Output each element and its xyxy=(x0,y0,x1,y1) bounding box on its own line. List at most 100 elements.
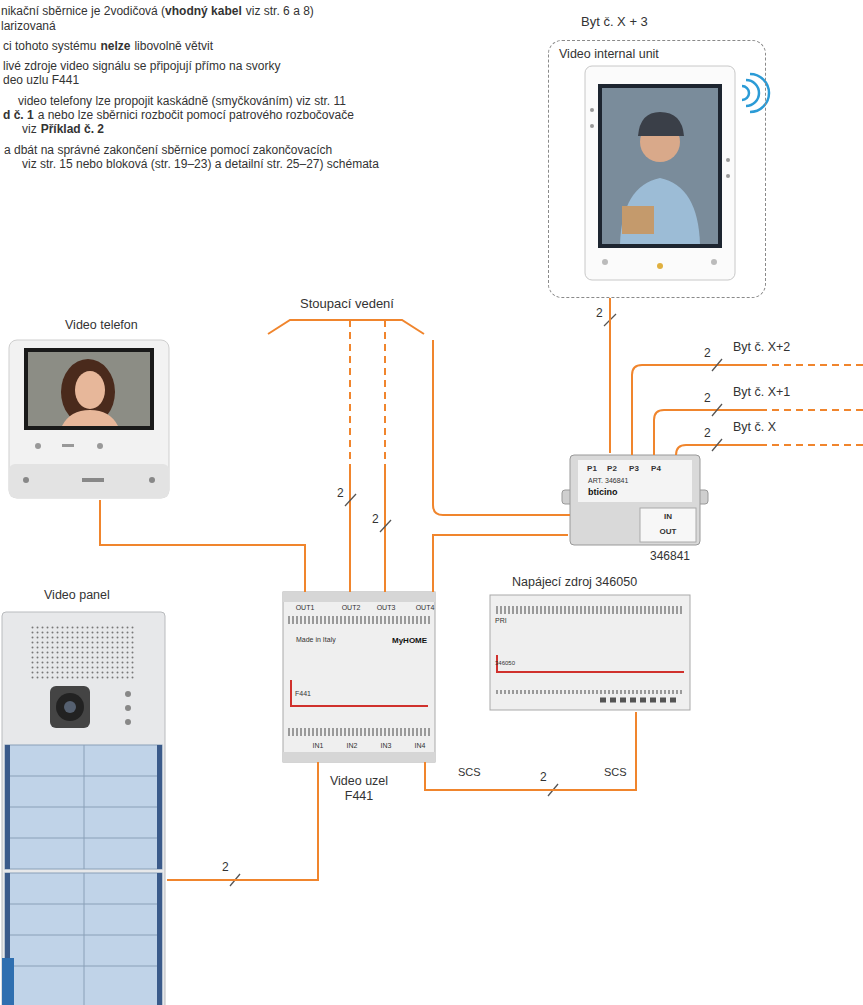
note-text: a nebo lze sběrnici rozbočit pomocí patr… xyxy=(38,108,354,122)
internal-unit-illustration xyxy=(726,174,730,178)
wire-count: 2 xyxy=(704,391,711,405)
wire-count: 2 xyxy=(337,486,344,500)
terminal-name: P4 xyxy=(651,464,661,474)
internal-unit-illustration xyxy=(711,259,717,265)
video-phone-illustration xyxy=(24,348,154,430)
internal-unit-illustration xyxy=(620,178,700,244)
video-node-illustration xyxy=(283,592,435,602)
bus-wire xyxy=(609,298,611,453)
video-panel: Video panel xyxy=(0,588,167,1005)
internal-unit-illustration xyxy=(742,86,749,100)
bus-wire xyxy=(425,712,636,790)
terminal-name: IN4 xyxy=(415,742,426,750)
device-marking: 346050 xyxy=(495,660,515,667)
video-panel-illustration xyxy=(125,719,131,725)
internal-unit-illustration xyxy=(590,124,594,128)
terminal-name: OUT2 xyxy=(342,604,361,612)
device-caption: Napájecí zdroj 346050 xyxy=(512,575,637,590)
bus-wire xyxy=(760,364,863,366)
wire-count-slash xyxy=(230,314,722,886)
note-text: viz xyxy=(22,122,37,136)
brand-marking: bticino xyxy=(588,487,618,498)
terminal-name: P1 xyxy=(587,464,597,474)
apartment-label: Byt č. X+1 xyxy=(733,385,790,400)
terminal-name: IN3 xyxy=(381,742,392,750)
video-node-illustration xyxy=(290,680,292,706)
bus-wire xyxy=(384,320,386,470)
device-caption: Video telefon xyxy=(65,318,138,333)
bus-wire xyxy=(349,470,351,592)
video-phone-illustration xyxy=(62,410,118,426)
note-text: ci tohoto systému xyxy=(3,39,96,53)
video-phone-illustration xyxy=(35,443,41,449)
note-text: video telefony lze propojit kaskádně (sm… xyxy=(18,94,346,108)
splitter-illustration xyxy=(640,508,696,542)
video-node-illustration xyxy=(288,616,430,624)
bus-wire xyxy=(167,762,318,880)
terminal-name: PRI xyxy=(495,617,507,625)
apartment-label: Byt č. X+2 xyxy=(733,340,790,355)
part-number: 346841 xyxy=(650,549,690,563)
bus-name: SCS xyxy=(604,766,627,779)
apartment-label: Byt č. X xyxy=(733,420,776,435)
video-phone-illustration xyxy=(75,371,105,409)
terminal-name: P2 xyxy=(607,464,617,474)
terminal-name: P3 xyxy=(629,464,639,474)
note-text: a dbát na správné zakončení sběrnice pom… xyxy=(4,143,332,157)
note-text: viz str. 15 nebo bloková (str. 19–23) a … xyxy=(22,157,379,171)
device-caption: Video uzel F441 xyxy=(314,774,404,804)
video-phone-illustration xyxy=(9,340,169,498)
wire-count-slash xyxy=(380,520,391,532)
wire-count: 2 xyxy=(540,770,547,784)
video-panel-illustration xyxy=(64,701,76,713)
terminal-name: OUT4 xyxy=(416,604,435,612)
video-phone-illustration xyxy=(97,443,103,449)
video-panel-illustration xyxy=(10,745,157,1005)
terminal-name: OUT1 xyxy=(296,604,315,612)
wire-count: 2 xyxy=(596,306,603,320)
power-supply-illustration xyxy=(600,698,676,703)
note-text: larizovaná xyxy=(1,19,56,33)
apartment-heading: Byt č. X + 3 xyxy=(581,14,648,30)
bus-wire xyxy=(268,320,863,592)
internal-unit-illustration xyxy=(598,84,722,248)
wire-count-slash xyxy=(345,494,356,506)
note-text: Příklad č. 2 xyxy=(41,122,104,136)
note-text: nikační sběrnice je 2vodičová ( xyxy=(1,4,165,18)
power-supply-illustration xyxy=(490,595,690,710)
internal-unit-illustration xyxy=(602,88,718,244)
video-phone-illustration xyxy=(9,464,169,498)
bus-wire xyxy=(384,470,386,592)
bus-wire xyxy=(433,340,570,515)
video-phone-illustration xyxy=(28,352,150,426)
video-panel-illustration xyxy=(5,745,10,869)
terminal-name: OUT3 xyxy=(377,604,396,612)
note-text: vhodný kabel xyxy=(165,4,242,18)
video-phone-illustration xyxy=(82,478,104,482)
power-supply: Napájecí zdroj 346050 xyxy=(488,575,692,712)
power-supply-illustration xyxy=(496,606,684,614)
video-panel-illustration xyxy=(2,958,14,1005)
bus-name: SCS xyxy=(458,766,481,779)
bus-wire xyxy=(760,444,863,446)
power-supply-illustration xyxy=(496,671,684,673)
note-text: libovolně větvit xyxy=(134,39,213,53)
note-text: viz str. 6 a 8) xyxy=(246,4,314,18)
apartment-box: Byt č. X + 3Video internal unit xyxy=(548,40,766,298)
power-supply-illustration xyxy=(496,690,684,694)
video-node-illustration xyxy=(290,705,428,707)
note-text: livé zdroje video signálu se připojují p… xyxy=(3,59,280,73)
terminal-name: IN1 xyxy=(313,742,324,750)
internal-unit-illustration xyxy=(590,108,594,112)
bus-wire xyxy=(268,320,424,334)
bus-wire xyxy=(760,409,863,411)
video-node-illustration xyxy=(283,592,435,762)
video-panel-illustration xyxy=(30,625,136,681)
internal-unit-illustration xyxy=(657,263,663,269)
wire-count-slash xyxy=(712,404,722,416)
splitter-illustration xyxy=(578,460,692,502)
terminal-name: IN2 xyxy=(347,742,358,750)
wire-count: 2 xyxy=(372,512,379,526)
video-panel-illustration xyxy=(157,745,162,869)
